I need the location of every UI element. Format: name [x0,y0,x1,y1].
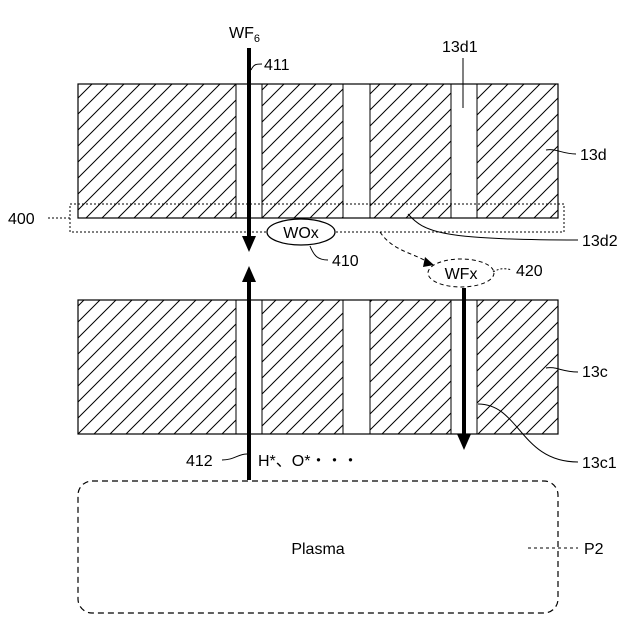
hatch-block [262,300,343,434]
hatch-block [477,300,558,434]
dashed-arrow-wox-to-wfx [380,232,428,262]
arrow-wfx-head [457,434,471,450]
leader-410 [310,246,328,260]
ref-420: 420 [516,263,543,280]
wf6-label: WF6 [229,25,260,45]
hatch-block [370,300,451,434]
ref-13d: 13d [580,147,607,164]
ref-410: 410 [332,253,359,270]
radicals-label: H*、O*・・・ [258,453,358,470]
ref-13d1: 13d1 [442,39,478,56]
leader-412 [222,454,247,460]
wfx-label: WFx [445,266,478,283]
ref-412: 412 [186,453,213,470]
hatch-block [477,84,558,218]
upper-plate-13d [78,84,558,218]
hatch-block [262,84,343,218]
ref-13d2: 13d2 [582,233,618,250]
lower-plate-13c [78,300,558,434]
wox-label: WOx [283,225,319,242]
arrow-412-head [242,266,256,282]
leader-411 [251,64,262,70]
leader-420 [493,269,512,272]
arrow-411-head [242,236,256,252]
hatch-block [78,300,236,434]
hatch-block [370,84,451,218]
ref-411: 411 [264,57,290,74]
plasma-label: Plasma [291,541,344,558]
ref-400: 400 [8,211,35,228]
ref-p2: P2 [584,541,604,558]
ref-13c1: 13c1 [582,455,617,472]
ref-13c: 13c [582,364,608,381]
hatch-block [78,84,236,218]
